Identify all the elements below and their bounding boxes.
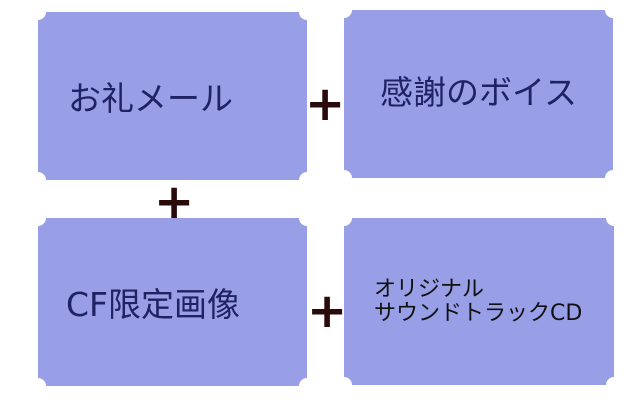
reward-label: お礼メール	[68, 79, 233, 118]
reward-box-thank-you-mail: お礼メール	[30, 4, 315, 188]
reward-label: CF限定画像	[66, 285, 241, 324]
reward-box-original-soundtrack-cd: オリジナル サウンドトラックCD	[336, 210, 622, 393]
plus-icon: +	[307, 283, 348, 339]
plus-icon: +	[305, 76, 346, 132]
reward-label-line2: サウンドトラックCD	[374, 300, 583, 326]
reward-label-line1: オリジナル	[374, 276, 485, 302]
reward-label: 感謝のボイス	[379, 73, 577, 112]
reward-label-group: オリジナル サウンドトラックCD	[374, 276, 583, 326]
reward-box-cf-exclusive-image: CF限定画像	[30, 210, 315, 394]
reward-box-thank-you-voice: 感謝のボイス	[336, 2, 621, 186]
